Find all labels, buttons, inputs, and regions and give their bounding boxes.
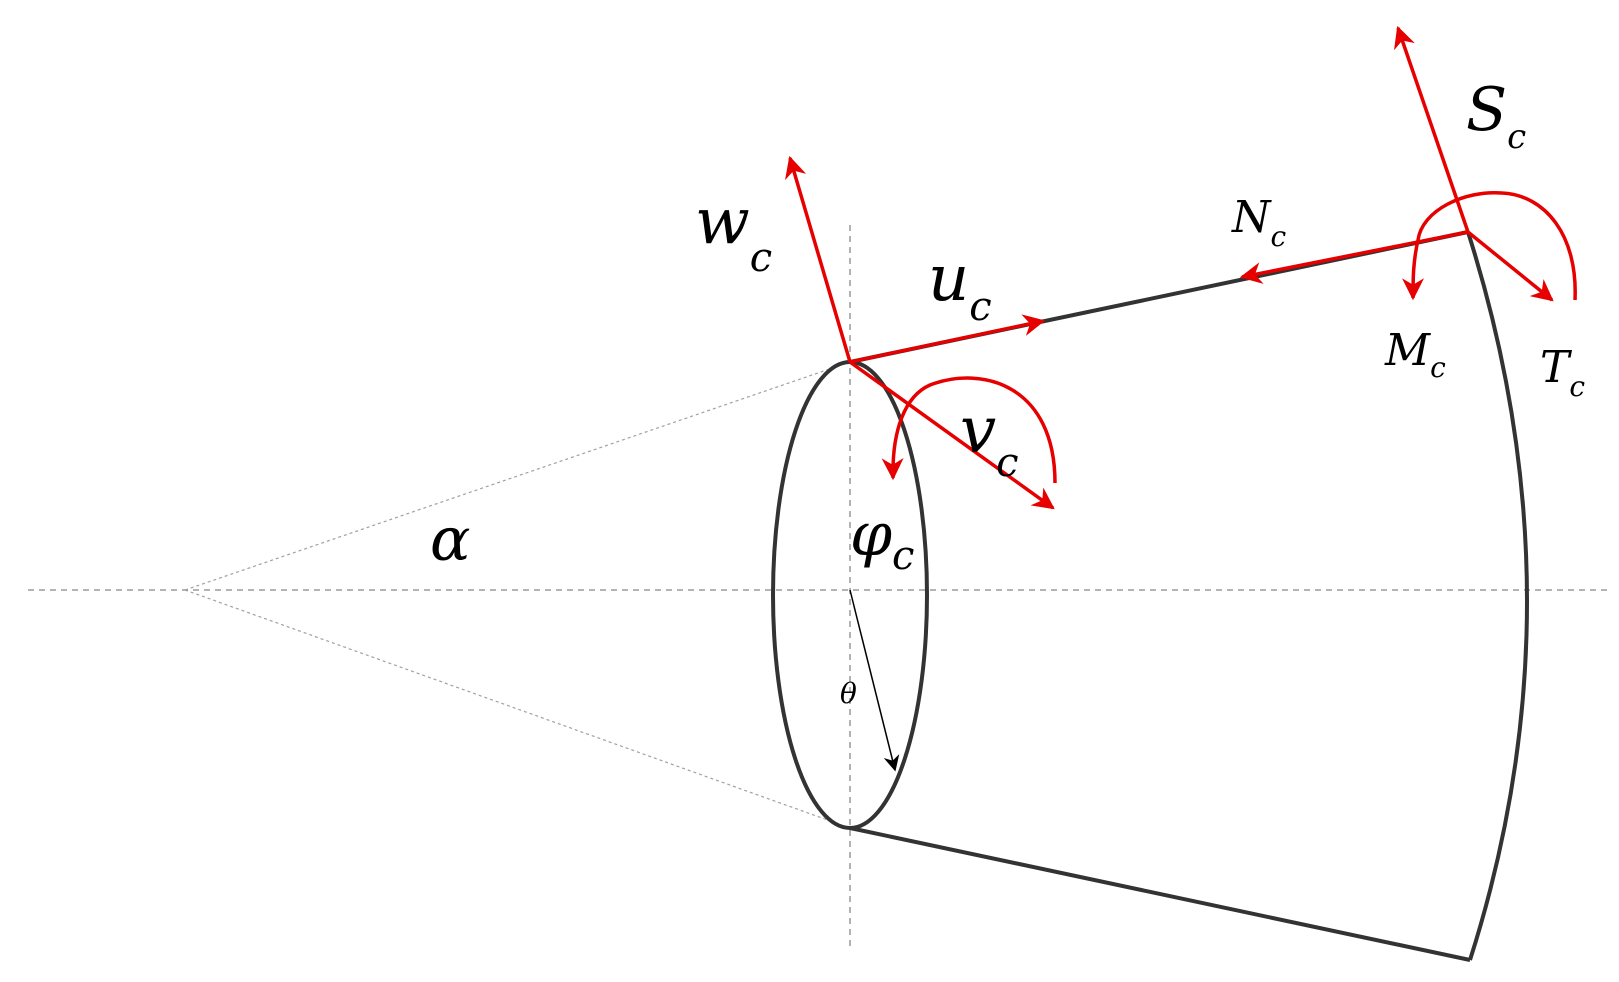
cone-generator-lower bbox=[184, 589, 851, 829]
w-label-sub: c bbox=[750, 235, 772, 281]
T-label-sub: c bbox=[1569, 370, 1585, 403]
labels: wc uc vc φc α θ Nc Sc Mc Tc bbox=[430, 75, 1585, 710]
N-vector bbox=[1239, 230, 1469, 284]
alpha-label: α bbox=[430, 505, 471, 575]
cone-generator-upper bbox=[184, 361, 851, 591]
M-label: Mc bbox=[1384, 325, 1446, 384]
v-vector bbox=[848, 360, 1055, 510]
v-label: vc bbox=[960, 394, 1019, 486]
w-label-main: w bbox=[695, 185, 750, 259]
construction-lines bbox=[28, 225, 1612, 950]
S-vector bbox=[1394, 25, 1470, 233]
w-label: wc bbox=[695, 185, 772, 281]
S-label-main: S bbox=[1466, 75, 1507, 145]
phi-label: φc bbox=[850, 500, 914, 579]
M-rotation-arc bbox=[1402, 190, 1577, 301]
theta-arrow bbox=[849, 589, 900, 772]
T-label-main: T bbox=[1540, 342, 1573, 393]
u-label-sub: c bbox=[969, 284, 991, 330]
T-label: Tc bbox=[1540, 342, 1585, 403]
w-vector bbox=[785, 155, 852, 363]
T-vector bbox=[1466, 230, 1554, 302]
S-label-sub: c bbox=[1507, 117, 1526, 157]
u-label: uc bbox=[928, 242, 992, 330]
u-label-main: u bbox=[928, 242, 969, 316]
phi-rotation-arc bbox=[881, 376, 1057, 484]
large-end-arc bbox=[1466, 231, 1529, 961]
N-label-sub: c bbox=[1271, 220, 1287, 253]
v-label-main: v bbox=[960, 394, 996, 468]
v-label-sub: c bbox=[996, 440, 1018, 486]
phi-label-sub: c bbox=[892, 533, 914, 579]
M-label-sub: c bbox=[1430, 351, 1446, 384]
u-vector bbox=[849, 314, 1046, 364]
load-vectors bbox=[785, 25, 1577, 510]
phi-label-main: φ bbox=[850, 500, 892, 570]
M-label-main: M bbox=[1384, 325, 1431, 376]
N-label-main: N bbox=[1231, 192, 1272, 243]
cone-bottom-edge bbox=[849, 826, 1471, 962]
N-label: Nc bbox=[1231, 192, 1287, 253]
S-label: Sc bbox=[1466, 75, 1526, 157]
theta-label: θ bbox=[840, 677, 857, 710]
